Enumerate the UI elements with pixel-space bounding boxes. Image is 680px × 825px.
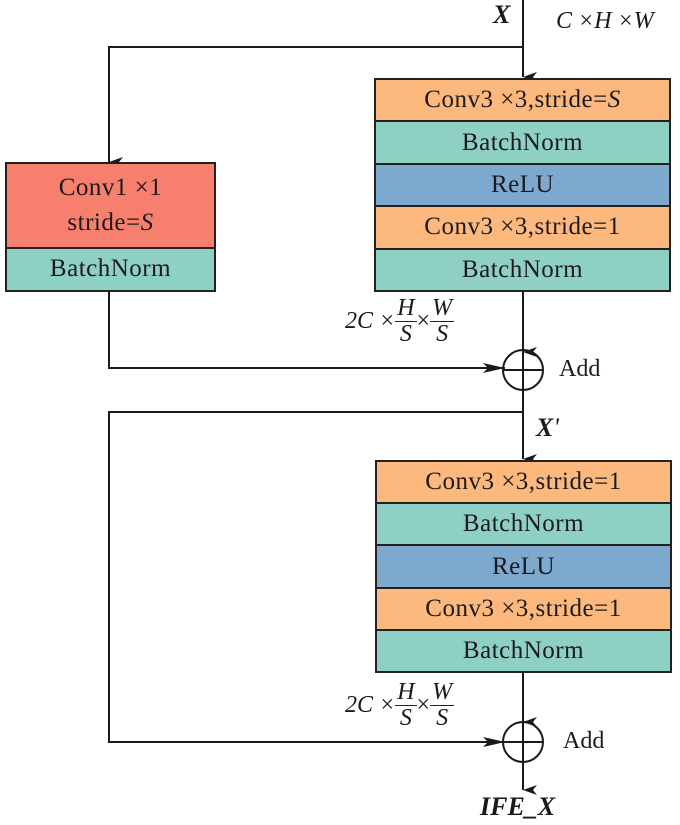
block1-conv1-layer: Conv3 ×3,stride= S — [376, 80, 669, 123]
block1-batchnorm2-layer: BatchNorm — [376, 249, 669, 291]
shortcut-to-add1-arrow — [108, 291, 505, 373]
residual-block-2: Conv3 ×3,stride=1 BatchNorm ReLU Conv3 ×… — [375, 460, 672, 673]
block1-batchnorm1-layer: BatchNorm — [376, 122, 669, 165]
input-shape-label: C ×H ×W — [556, 8, 654, 34]
block1-conv2-layer: Conv3 ×3,stride=1 — [376, 207, 669, 250]
residual-block-1: Conv3 ×3,stride= S BatchNorm ReLU Conv3 … — [374, 78, 671, 292]
block2-relu-layer: ReLU — [377, 546, 670, 589]
add2-label: Add — [563, 728, 605, 754]
shortcut-branch-line — [108, 46, 523, 167]
add1-label: Add — [559, 356, 601, 382]
block2-batchnorm2-layer: BatchNorm — [377, 630, 670, 672]
conv1x1-layer: Conv1 ×1 stride=S — [7, 164, 214, 249]
shortcut-batchnorm-layer: BatchNorm — [7, 248, 214, 290]
output-label: IFE_X — [480, 792, 556, 821]
conv1x1-label: Conv1 ×1 — [58, 174, 163, 202]
conv1x1-stride-label: stride=S — [67, 209, 154, 237]
input-label: X — [493, 0, 511, 29]
block2-batchnorm1-layer: BatchNorm — [377, 504, 670, 547]
block2-conv1-layer: Conv3 ×3,stride=1 — [377, 462, 670, 505]
block2-conv2-layer: Conv3 ×3,stride=1 — [377, 588, 670, 631]
identity-skip-line — [108, 411, 523, 747]
block1-relu-layer: ReLU — [376, 164, 669, 208]
shortcut-block: Conv1 ×1 stride=S BatchNorm — [5, 162, 216, 292]
intermediate-label: X' — [536, 413, 559, 442]
